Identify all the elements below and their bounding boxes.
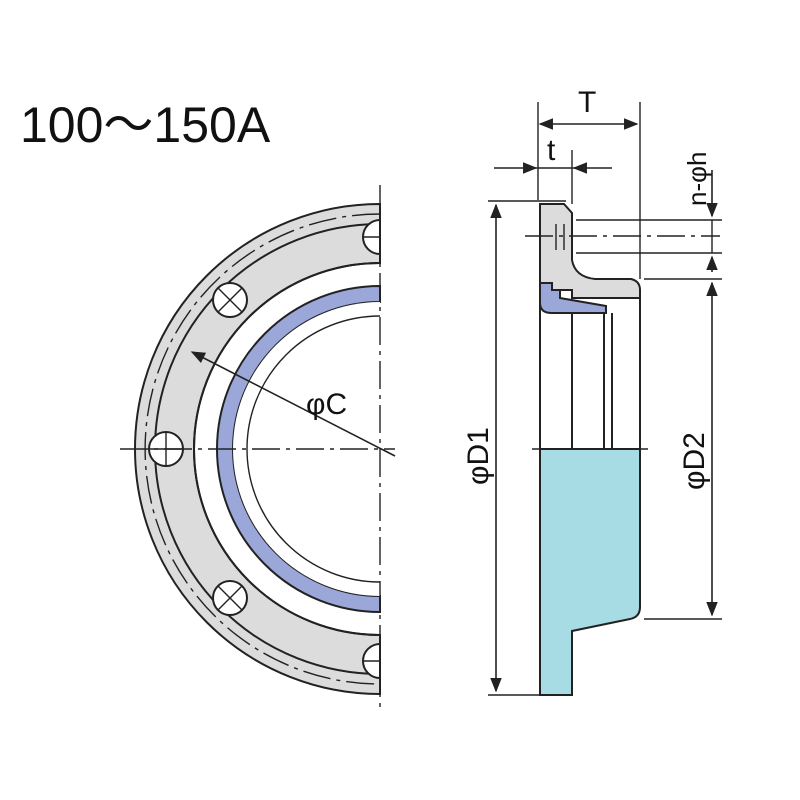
bolt-hole-half	[362, 642, 381, 680]
bolt-holes-label: n-φh	[682, 152, 712, 206]
flange-thickness-label: t	[547, 134, 556, 167]
front-view: φC	[120, 185, 396, 712]
bolt-hole	[212, 580, 248, 616]
bolt-hole	[212, 282, 248, 318]
page-title: 100〜150A	[20, 97, 271, 153]
outer-diameter-label: φD1	[462, 427, 495, 485]
bolt-hole-half	[362, 218, 381, 256]
lining-section	[539, 448, 641, 696]
inner-diameter-label: φD2	[678, 432, 711, 490]
side-view: T t φD1 φD2 n-φh	[462, 86, 722, 696]
flange-section	[539, 203, 641, 299]
pitch-diameter-leader	[190, 351, 396, 457]
pitch-diameter-label: φC	[306, 388, 347, 421]
overall-thickness-label: T	[578, 86, 596, 119]
